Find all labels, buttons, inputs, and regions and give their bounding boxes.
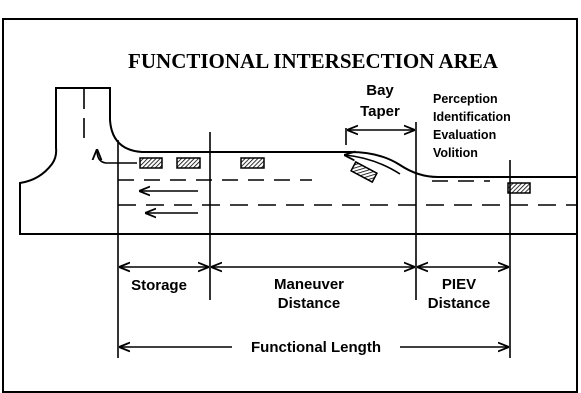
maneuver-label-line1: Maneuver xyxy=(274,276,344,293)
road-outline xyxy=(19,87,578,235)
piev-distance-label-line2: Distance xyxy=(428,295,491,312)
bay-taper-label-line2: Taper xyxy=(360,103,400,120)
car-storage-1 xyxy=(139,157,163,169)
car-storage-2 xyxy=(176,157,201,169)
storage-label: Storage xyxy=(131,277,187,294)
taper-curve-arrow xyxy=(345,155,401,175)
piev-perception-label: Perception xyxy=(433,92,498,106)
car-through xyxy=(507,182,531,194)
bay-taper-label-line1: Bay xyxy=(366,82,394,99)
piev-volition-label: Volition xyxy=(433,146,478,160)
left-turn-arrow xyxy=(97,150,137,164)
piev-distance-label-line1: PIEV xyxy=(442,276,476,293)
car-taper xyxy=(350,160,378,184)
piev-identification-label: Identification xyxy=(433,110,511,124)
diagram-title: FUNCTIONAL INTERSECTION AREA xyxy=(128,49,499,73)
car-maneuver xyxy=(240,157,265,169)
maneuver-label-line2: Distance xyxy=(278,295,341,312)
piev-evaluation-label: Evaluation xyxy=(433,128,496,142)
functional-length-label: Functional Length xyxy=(251,339,381,356)
